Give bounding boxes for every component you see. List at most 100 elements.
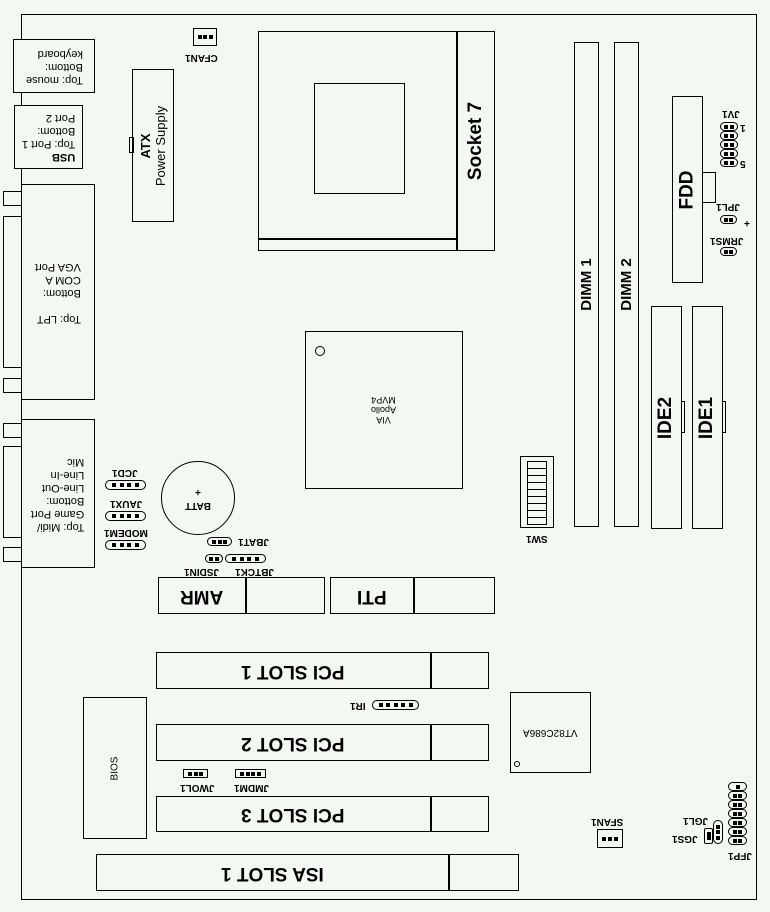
jmdm1-label: JMDM1 [234,782,270,793]
pti-slot[interactable] [330,577,495,614]
isa1-label: ISA SLOT 1 [220,862,324,884]
usb-port: USB Top: Port 1 Bottom: Port 2 [14,105,83,169]
port-label: Line-Out [42,481,85,494]
jbat1-label: JBAT1 [238,536,269,547]
jbat1-jumper [207,537,232,546]
fdd-label: FDD [676,169,698,210]
dimm-slot-1[interactable]: DIMM 1 [574,42,599,527]
batt-label: BATT [185,500,211,511]
port-label: Mic [67,455,85,468]
slot-key [448,854,450,891]
bios-label: BIOS [109,756,121,780]
socket-divider [258,238,457,240]
connector-tab [3,423,22,438]
jgs1-label: JGS1 [672,833,698,844]
slot-key [430,724,432,761]
cpu-socket [258,31,495,251]
port-label: Top: LPT [36,312,81,325]
port-label: Top: Midi/ [37,520,85,533]
southbridge-label: VT82C686A [523,727,578,738]
pci3-label: PCI SLOT 3 [241,804,345,825]
ir1-connector [372,700,419,710]
via-chipset: VIA Apollo MVP4 [305,331,463,489]
modem1-connector [105,540,146,550]
jrms1-jumper [720,247,737,256]
isa-slot-1[interactable] [96,854,519,891]
connector-tab [3,378,22,393]
atx-label: ATX [138,132,153,159]
fdd-tab [701,172,716,203]
jaux1-connector [105,511,146,521]
pci-slot-3[interactable] [156,796,489,832]
amr-slot[interactable] [158,577,325,614]
atx-tab [129,137,134,153]
slot-key [413,577,415,614]
port-label: Bottom: [43,286,81,299]
pci2-label: PCI SLOT 2 [241,732,345,754]
jmdm1-connector [235,769,266,778]
jv1-label: JV1 [722,108,740,119]
jsdin1-label: JSDIN1 [184,566,220,577]
vt82c686a-chip: VT82C686A [510,692,591,773]
slot-key [430,652,432,689]
connector-tab [3,446,22,538]
jcd1-connector [105,480,146,490]
jwol1-label: JWOL1 [180,782,215,793]
atx-power-connector: ATX Power Supply [132,69,174,222]
socket-divider [456,31,458,251]
jgl1-label: JGL1 [683,815,709,826]
dimm-slot-2[interactable]: DIMM 2 [614,42,639,527]
port-label: Game Port [31,507,85,520]
port-label: Line-In [50,468,85,481]
chipset-label: Apollo [371,405,397,415]
usb-title: USB [51,151,76,163]
port-label: Bottom: [46,494,85,507]
pci-slot-2[interactable] [156,724,489,761]
jv1-pin1-label: 1 [740,122,746,133]
pci1-label: PCI SLOT 1 [241,660,345,682]
sw1-label: SW1 [526,533,548,544]
jgs1-jumper [704,828,713,844]
socket-label: Socket 7 [465,101,486,181]
chipset-label: VIA [376,415,392,425]
sw1-dip-switch[interactable] [520,456,554,528]
cfan1-label: CFAN1 [185,52,218,63]
jv1-jumper [720,122,738,167]
jfp1-front-panel-header [728,782,747,845]
slot-key [245,577,247,614]
jfp1-label: JFP1 [728,850,752,861]
jv1-pin5-label: 5 [740,158,746,169]
sfan1-label: SFAN1 [591,816,624,827]
pci-slot-1[interactable] [156,652,489,689]
cfan1-connector [193,28,217,46]
modem1-label: MODEM1 [104,527,148,538]
jbtck1-label: JBTCK1 [235,566,274,577]
jaux1-label: JAUX1 [110,498,143,509]
slot-key [430,796,432,832]
sfan1-connector [597,829,623,848]
power-supply-label: Power Supply [153,105,168,186]
port-label: Port 2 [45,112,76,124]
ide1-connector[interactable]: IDE1 [692,306,723,529]
connector-tab [3,191,22,206]
pin1-marker [315,346,325,356]
jbtck1-jumper [225,554,266,563]
ir1-label: IR1 [350,700,366,711]
pti-label: PTI [356,585,387,607]
jpl1-jumper [720,215,737,224]
ide2-connector[interactable]: IDE2 [651,306,682,529]
dimm1-label: DIMM 1 [578,258,595,311]
port-label: Top: mouse [25,73,83,86]
ide1-label: IDE1 [696,396,718,439]
port-label: Bottom: [44,60,83,73]
bios-chip: BIOS [83,697,147,839]
batt-plus: + [195,486,201,497]
jrms1-label: JRMS1 [710,235,744,246]
cpu-core [314,83,405,194]
port-label: keyboard [37,47,83,60]
port-label: COM A [45,273,81,286]
fdd-connector[interactable]: FDD [672,96,703,283]
amr-label: AMR [179,585,224,607]
